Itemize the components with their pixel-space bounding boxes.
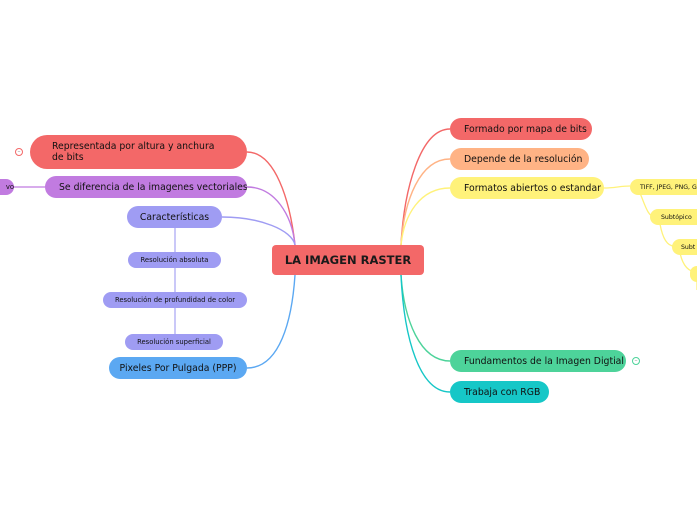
topic-fundamentos[interactable]: Fundamentos de la Imagen Digtial bbox=[450, 350, 626, 372]
circle-collapse-icon[interactable]: – bbox=[15, 148, 23, 156]
topic-depende-label: Depende de la resolución bbox=[464, 153, 583, 165]
subtopic-subtopico-1[interactable]: Subtópico bbox=[650, 209, 697, 225]
topic-representada[interactable]: Representada por altura y anchura de bit… bbox=[30, 135, 247, 169]
subtopic-resolucion-superficial[interactable]: Resolución superficial bbox=[125, 334, 223, 350]
subtopic-resolucion-absoluta-label: Resolución absoluta bbox=[140, 256, 209, 264]
circle-collapse-icon[interactable]: – bbox=[632, 357, 640, 365]
topic-fundamentos-label: Fundamentos de la Imagen Digtial bbox=[464, 355, 624, 367]
subtopic-diferencia-child-label: vo bbox=[5, 183, 14, 191]
topic-pixeles-label: Pixeles Por Pulgada (PPP) bbox=[119, 362, 237, 374]
topic-representada-label: Representada por altura y anchura de bit… bbox=[52, 141, 215, 163]
topic-caracteristicas[interactable]: Características bbox=[127, 206, 222, 228]
topic-depende[interactable]: Depende de la resolución bbox=[450, 148, 589, 170]
subtopic-formatos-child[interactable]: TIFF, JPEG, PNG, G bbox=[630, 179, 697, 195]
subtopic-subtopico-3[interactable] bbox=[690, 266, 697, 282]
topic-rgb-label: Trabaja con RGB bbox=[464, 386, 541, 398]
subtopic-diferencia-child[interactable]: vo bbox=[0, 179, 14, 195]
topic-rgb[interactable]: Trabaja con RGB bbox=[450, 381, 549, 403]
subtopic-subtopico-2[interactable]: Subt bbox=[672, 239, 697, 255]
subtopic-subtopico-2-label: Subt bbox=[681, 243, 696, 251]
topic-diferencia-label: Se diferencia de la imagenes vectoriales bbox=[59, 181, 247, 193]
central-topic[interactable]: LA IMAGEN RASTER bbox=[272, 245, 424, 275]
subtopic-resolucion-profundidad-label: Resolución de profundidad de color bbox=[114, 296, 236, 304]
subtopic-resolucion-superficial-label: Resolución superficial bbox=[137, 338, 211, 346]
topic-formado-label: Formado por mapa de bits bbox=[464, 123, 587, 135]
topic-caracteristicas-label: Características bbox=[139, 211, 210, 223]
subtopic-resolucion-profundidad[interactable]: Resolución de profundidad de color bbox=[103, 292, 247, 308]
topic-pixeles[interactable]: Pixeles Por Pulgada (PPP) bbox=[109, 357, 247, 379]
topic-diferencia[interactable]: Se diferencia de la imagenes vectoriales bbox=[45, 176, 247, 198]
central-topic-label: LA IMAGEN RASTER bbox=[284, 253, 412, 267]
subtopic-formatos-child-label: TIFF, JPEG, PNG, G bbox=[640, 183, 697, 191]
subtopic-subtopico-1-label: Subtópico bbox=[661, 213, 692, 221]
topic-formado[interactable]: Formado por mapa de bits bbox=[450, 118, 592, 140]
topic-formatos-label: Formatos abiertos o estandar bbox=[464, 182, 601, 194]
subtopic-resolucion-absoluta[interactable]: Resolución absoluta bbox=[128, 252, 221, 268]
topic-formatos[interactable]: Formatos abiertos o estandar bbox=[450, 177, 604, 199]
